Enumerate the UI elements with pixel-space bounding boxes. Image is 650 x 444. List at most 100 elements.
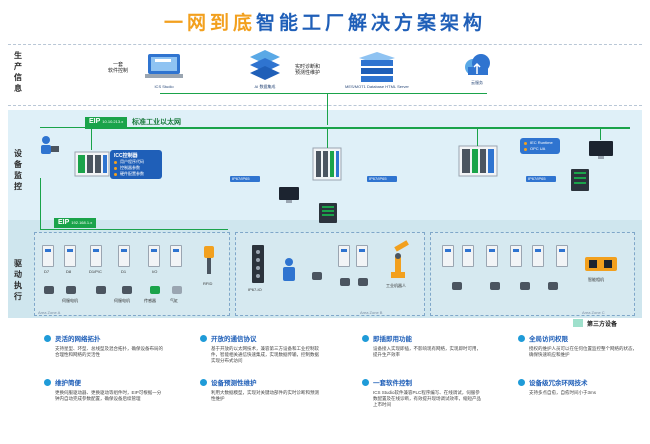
zone-a-cap: I/O (152, 269, 158, 274)
laptop-icon (145, 54, 183, 78)
servo-drive (532, 245, 544, 267)
servo-drive (338, 245, 350, 267)
cloud-node[interactable]: 云服务 (462, 50, 492, 86)
robot-arm-icon (391, 240, 409, 278)
eip-main-bus (85, 127, 630, 129)
eip-main-label: EIP (89, 118, 101, 125)
servo-drive (90, 245, 102, 267)
zone-a-cap: D1/P/C (89, 269, 102, 274)
feature-icon (200, 334, 207, 342)
feature-icon (44, 334, 51, 342)
zone-a-cap: 气缸 (170, 298, 178, 303)
io-module (148, 245, 160, 267)
operator-icon (283, 258, 295, 281)
cloud-caption: 云服务 (471, 80, 483, 85)
zone-a-cap: 伺服电机 (114, 298, 130, 303)
feature-title: 开放的通信协议 (211, 336, 257, 343)
feature-title: 全局访问权限 (529, 336, 568, 343)
zone-b-cap: IP67-IO (248, 287, 262, 292)
ics-studio-node[interactable]: ICS Studio (143, 50, 185, 89)
legend-label: 第三方设备 (587, 322, 618, 328)
feature-card: 全局访问权限 授权的维护人员可以在任何位置监控整个网络的状态，确保快速响应和维护 (518, 333, 650, 358)
runtime-label: IEC Runtime (524, 140, 556, 146)
upper-bus-line (160, 93, 487, 94)
feature-title: 即插即用功能 (373, 336, 412, 343)
zone-a-cap: 伺服电机 (62, 298, 78, 303)
feature-card: 设备级冗余环网技术 支持多点自愈，自愈时间小于3ms (518, 377, 650, 396)
zone-a-cap: 传感器 (144, 298, 156, 303)
servo-motor (96, 286, 106, 294)
ip-tag-1 (230, 176, 260, 182)
feature-body: 支持星型、环型、总线型及混合拓扑，确保设备布局的合理性和网络的灵活性 (55, 346, 163, 357)
ip-tag-2 (367, 176, 397, 182)
servo-motor (358, 278, 368, 286)
zone-b-cap: 工业机器人 (386, 283, 406, 288)
servo-motor (122, 286, 132, 294)
ics-studio-caption: ICS Studio (154, 84, 174, 89)
software-control-label: 一套 软件控制 (108, 62, 129, 74)
drop-panel (600, 128, 601, 140)
icc-callout-item: 硬件配置参数 (114, 171, 158, 177)
feature-body: 授权的维护人员可以在任何位置监控整个网络的状态，确保快速响应和维护 (529, 346, 637, 357)
feature-body: 基于开放的以太网技术，兼容第三方设备和工业控制软件，智能相关通信快速集成，实现数… (211, 346, 319, 363)
main-bus-label: 标准工业以太网 (132, 119, 181, 126)
ai-integration-node[interactable]: AI 数据集成 (248, 48, 282, 90)
servo-motor (520, 282, 530, 290)
feature-title: 灵活的网络拓扑 (55, 336, 101, 343)
servo-motor (340, 278, 350, 286)
cylinder-device (172, 286, 182, 294)
feature-icon (362, 378, 369, 386)
zone-b-label: Area Zone B (360, 310, 383, 315)
eip-sub-bus (40, 229, 228, 230)
feature-card: 即插即用功能 设备接入实现即插，不影响现有网络，实现即时可用，提升生产效率 (362, 333, 512, 358)
servo-drive (442, 245, 454, 267)
feature-card: 灵活的网络拓扑 支持星型、环型、总线型及混合拓扑，确保设备布局的合理性和网络的灵… (44, 333, 194, 358)
servo-motor (490, 282, 500, 290)
zone-a-cap: D7 (44, 269, 50, 274)
feature-card: 开放的通信协议 基于开放的以太网技术，兼容第三方设备和工业控制软件，智能相关通信… (200, 333, 350, 364)
switch-icon (319, 203, 337, 223)
zone-a-cap: RFID (203, 281, 213, 286)
icc-callout-item: 用户程序代码 (114, 159, 158, 165)
mes-server-caption: MES/MOT1 Database HTML Server (345, 84, 409, 89)
title-rest: 智能工厂解决方案架构 (256, 13, 487, 34)
servo-drive (510, 245, 522, 267)
eip-sub-label: EIP (58, 219, 70, 226)
ip-tag-3-label: IP67/IP65 (528, 176, 546, 181)
servo-motor (452, 282, 462, 290)
rfid-reader-icon (204, 246, 214, 274)
feature-icon (518, 378, 525, 386)
hmi-monitor-icon (279, 187, 299, 203)
ring-switch-icon (571, 169, 589, 191)
eip-sub-vertical (40, 178, 41, 230)
page-title: 一网到底智能工厂解决方案架构 (0, 8, 650, 35)
zone-a-cap: D1 (121, 269, 127, 274)
legend-swatch (573, 319, 583, 327)
feature-title: 维护简便 (55, 380, 81, 387)
drive-band (8, 220, 642, 318)
eip-main-bus-left (40, 127, 85, 128)
ip-tag-3 (526, 176, 556, 182)
io-module (170, 245, 182, 267)
sensor-device (150, 286, 160, 294)
servo-motor (66, 286, 76, 294)
mes-server-node[interactable]: MES/MOT1 Database HTML Server (345, 50, 409, 89)
servo-drive (462, 245, 474, 267)
feature-body: ICS Studio软件兼容PLC程序编写、在线调试，伺服参数配置及在线诊断，有… (373, 390, 481, 407)
drop-plc (91, 128, 92, 150)
feature-icon (44, 378, 51, 386)
engineer-icon (41, 136, 59, 154)
servo-drive (64, 245, 76, 267)
title-accent: 一网到底 (163, 13, 256, 34)
side-label-drive: 驱动执行 (14, 259, 22, 301)
feature-body: 支持多点自愈，自愈时间小于3ms (529, 390, 597, 395)
drop-io (327, 128, 328, 148)
feature-body: 设备接入实现即插，不影响现有网络，实现即时可用，提升生产效率 (373, 346, 481, 357)
opcua-label: OPC UA (524, 146, 556, 152)
diagnosis-node: 实时诊断和 预测性维护 (295, 64, 320, 76)
ip-tag-1-label: IP67/IP65 (232, 176, 250, 181)
servo-motor (548, 282, 558, 290)
cloud-icon (465, 54, 490, 75)
feature-title: 一套软件控制 (373, 380, 412, 387)
